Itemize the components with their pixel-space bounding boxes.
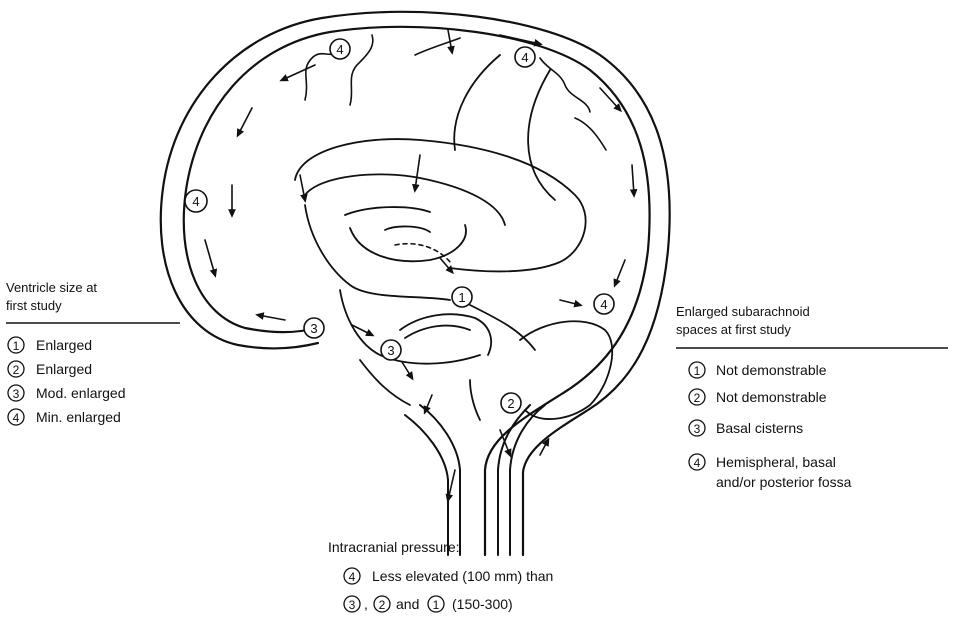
pressure-line2-sep: , (364, 596, 368, 612)
ventricle-legend-item-num: 4 (13, 411, 20, 425)
diagram-marker-3-center: 3 (381, 340, 401, 360)
subarachnoid-legend-item: 1 Not demonstrable (689, 362, 827, 378)
ventricle-legend-item-num: 1 (13, 339, 20, 353)
pressure-line2-and: and (396, 596, 419, 612)
marker-number: 1 (458, 290, 465, 305)
marker-number: 4 (521, 50, 528, 65)
marker-number: 4 (600, 297, 607, 312)
marker-number: 2 (507, 396, 514, 411)
marker-number: 4 (192, 194, 199, 209)
ventricle-legend-item-text: Enlarged (36, 361, 92, 377)
subarachnoid-legend-item: 4 Hemispheral, basal and/or posterior fo… (689, 454, 852, 490)
ventricle-legend-item: 4 Min. enlarged (8, 409, 121, 425)
ventricle-legend-item: 3 Mod. enlarged (8, 385, 126, 401)
ventricle-legend-item-text: Enlarged (36, 337, 92, 353)
diagram-marker-4-top-right: 4 (515, 47, 535, 67)
subarachnoid-legend-item-num: 1 (694, 364, 701, 378)
pressure-line2-num-a: 3 (349, 598, 356, 612)
ventricle-legend-title-line1: Ventricle size at (6, 280, 97, 295)
pressure-note-title: Intracranial pressure: (328, 539, 460, 555)
diagram-marker-4-top-left: 4 (330, 39, 350, 59)
pressure-line1-text: Less elevated (100 mm) than (372, 568, 553, 584)
pressure-line2-num-b: 2 (379, 598, 386, 612)
marker-number: 4 (336, 42, 343, 57)
pressure-line1-num: 4 (349, 570, 356, 584)
subarachnoid-legend-item-num: 4 (694, 456, 701, 470)
ventricle-legend-item: 1 Enlarged (8, 337, 92, 353)
pressure-line2-tail: (150-300) (452, 596, 513, 612)
ventricle-legend-title-line2: first study (6, 298, 62, 313)
subarachnoid-legend-item-num: 3 (694, 422, 701, 436)
ventricle-legend-item-text: Min. enlarged (36, 409, 121, 425)
pressure-line2-num-c: 1 (433, 598, 440, 612)
brain-outline (161, 12, 670, 555)
diagram-marker-3-left: 3 (304, 318, 324, 338)
subarachnoid-legend-item-text: Hemispheral, basal (716, 454, 836, 470)
subarachnoid-legend-item: 3 Basal cisterns (689, 420, 803, 436)
subarachnoid-legend-item-text: Not demonstrable (716, 389, 827, 405)
subarachnoid-legend-title-line1: Enlarged subarachnoid (676, 304, 810, 319)
diagram-marker-1: 1 (452, 287, 472, 307)
ventricle-legend-item-num: 2 (13, 363, 20, 377)
subarachnoid-legend-item-num: 2 (694, 391, 701, 405)
ventricle-legend-item: 2 Enlarged (8, 361, 92, 377)
marker-number: 3 (310, 321, 317, 336)
marker-number: 3 (387, 343, 394, 358)
pressure-note: Intracranial pressure: 4 Less elevated (… (328, 539, 553, 612)
subarachnoid-legend-item: 2 Not demonstrable (689, 389, 827, 405)
diagram-marker-4-right: 4 (594, 294, 614, 314)
diagram-marker-2: 2 (501, 393, 521, 413)
subarachnoid-legend-title-line2: spaces at first study (676, 322, 791, 337)
ventricle-legend: Ventricle size at first study 1 Enlarged… (6, 280, 180, 425)
subarachnoid-legend-item-text-line2: and/or posterior fossa (716, 474, 852, 490)
subarachnoid-legend: Enlarged subarachnoid spaces at first st… (676, 304, 948, 490)
subarachnoid-legend-item-text: Not demonstrable (716, 362, 827, 378)
diagram-marker-4-left: 4 (185, 190, 207, 212)
ventricle-legend-item-text: Mod. enlarged (36, 385, 126, 401)
ventricle-legend-item-num: 3 (13, 387, 20, 401)
subarachnoid-legend-item-text: Basal cisterns (716, 420, 803, 436)
